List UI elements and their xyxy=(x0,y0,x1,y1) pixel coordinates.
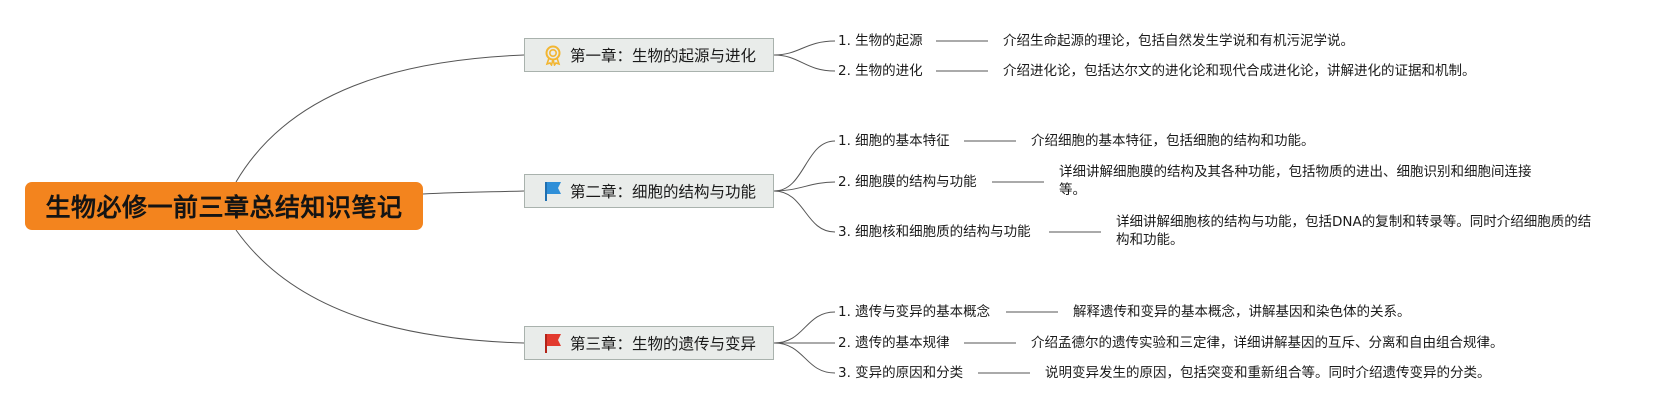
desc-line: 等。 xyxy=(1059,182,1086,198)
chapter-1-label: 第一章：生物的起源与进化 xyxy=(569,47,756,65)
desc-line: 详细讲解细胞核的结构与功能，包括DNA的复制和转录等。同时介绍细胞质的结 xyxy=(1116,214,1592,230)
section-2-2[interactable]: 2. 细胞膜的结构与功能 xyxy=(838,174,977,190)
red-flag-icon xyxy=(542,332,564,354)
desc-line: 介绍孟德尔的遗传实验和三定律，详细讲解基因的互斥、分离和自由组合规律。 xyxy=(1031,335,1504,351)
desc-line: 介绍细胞的基本特征，包括细胞的结构和功能。 xyxy=(1031,133,1315,149)
section-3-1[interactable]: 1. 遗传与变异的基本概念 xyxy=(838,304,991,320)
award-icon xyxy=(542,44,564,66)
chapter-3-label: 第三章：生物的遗传与变异 xyxy=(569,335,756,353)
section-2-3-desc: 详细讲解细胞核的结构与功能，包括DNA的复制和转录等。同时介绍细胞质的结 构和功… xyxy=(1116,213,1591,249)
section-1-2-desc: 介绍进化论，包括达尔文的进化论和现代合成进化论，讲解进化的证据和机制。 xyxy=(1003,62,1476,80)
desc-line: 介绍进化论，包括达尔文的进化论和现代合成进化论，讲解进化的证据和机制。 xyxy=(1003,63,1476,79)
section-1-1-desc: 介绍生命起源的理论，包括自然发生学说和有机污泥学说。 xyxy=(1003,32,1354,50)
chapter-3-topic[interactable]: 第三章：生物的遗传与变异 xyxy=(524,326,774,360)
chapter-1-topic[interactable]: 第一章：生物的起源与进化 xyxy=(524,38,774,72)
desc-line: 解释遗传和变异的基本概念，讲解基因和染色体的关系。 xyxy=(1073,304,1411,320)
section-3-1-desc: 解释遗传和变异的基本概念，讲解基因和染色体的关系。 xyxy=(1073,303,1411,321)
blue-flag-icon xyxy=(542,180,564,202)
section-3-2-desc: 介绍孟德尔的遗传实验和三定律，详细讲解基因的互斥、分离和自由组合规律。 xyxy=(1031,334,1504,352)
section-3-3[interactable]: 3. 变异的原因和分类 xyxy=(838,365,964,381)
chapter-2-topic[interactable]: 第二章：细胞的结构与功能 xyxy=(524,174,774,208)
desc-line: 详细讲解细胞膜的结构及其各种功能，包括物质的进出、细胞识别和细胞间连接 xyxy=(1059,164,1532,180)
section-2-1[interactable]: 1. 细胞的基本特征 xyxy=(838,133,950,149)
desc-line: 介绍生命起源的理论，包括自然发生学说和有机污泥学说。 xyxy=(1003,33,1354,49)
desc-line: 说明变异发生的原因，包括突变和重新组合等。同时介绍遗传变异的分类。 xyxy=(1045,365,1491,381)
section-1-2[interactable]: 2. 生物的进化 xyxy=(838,63,923,79)
section-3-3-desc: 说明变异发生的原因，包括突变和重新组合等。同时介绍遗传变异的分类。 xyxy=(1045,364,1491,382)
desc-line: 构和功能。 xyxy=(1116,232,1184,248)
chapter-2-label: 第二章：细胞的结构与功能 xyxy=(569,183,756,201)
section-3-2[interactable]: 2. 遗传的基本规律 xyxy=(838,335,950,351)
root-topic[interactable]: 生物必修一前三章总结知识笔记 xyxy=(25,182,423,230)
section-1-1[interactable]: 1. 生物的起源 xyxy=(838,33,923,49)
section-2-3[interactable]: 3. 细胞核和细胞质的结构与功能 xyxy=(838,224,1031,240)
section-2-1-desc: 介绍细胞的基本特征，包括细胞的结构和功能。 xyxy=(1031,132,1315,150)
section-2-2-desc: 详细讲解细胞膜的结构及其各种功能，包括物质的进出、细胞识别和细胞间连接 等。 xyxy=(1059,163,1532,199)
